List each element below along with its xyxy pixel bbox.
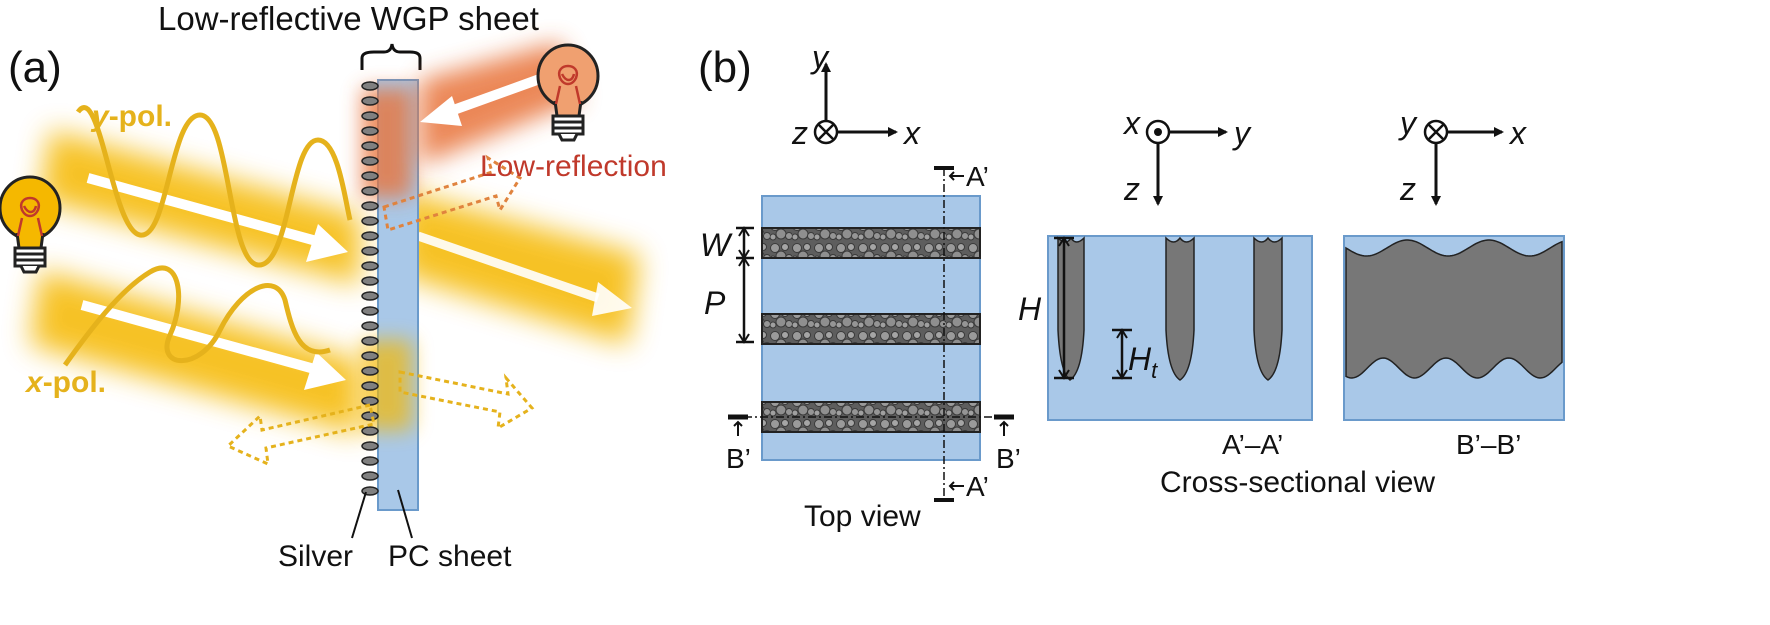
silver-wire [361, 186, 379, 196]
silver-wire [361, 126, 379, 136]
silver-wire [361, 81, 379, 91]
bb-axis-x: x [1508, 115, 1527, 151]
light-bulb-icon [536, 43, 600, 142]
silver-wire [361, 201, 379, 211]
width-label: W [700, 227, 733, 263]
bb-axis-y: y [1398, 105, 1418, 141]
silver-wire [361, 456, 379, 466]
silver-wire [361, 441, 379, 451]
bb-axes: y x z [1398, 105, 1527, 207]
pc-leader-line [397, 489, 413, 539]
pc-sheet-label: PC sheet [388, 540, 512, 573]
silver-wire [361, 306, 379, 316]
silver-wire [361, 336, 379, 346]
low-reflection-arrow [382, 154, 523, 232]
transmitted-beam-arrow [416, 231, 600, 303]
x-pol-reflect-arrow [225, 403, 376, 467]
aa-axes: x y z [1122, 105, 1252, 207]
silver-wire [361, 141, 379, 151]
period-label: P [704, 285, 726, 321]
panel-a-title: Low-reflective WGP sheet [158, 0, 539, 37]
silver-wire [361, 486, 379, 496]
silver-wire [361, 381, 379, 391]
top-axis-z: z [791, 115, 808, 151]
silver-wire [361, 396, 379, 406]
top-view-axes: y z x [791, 39, 921, 151]
silver-wire [361, 111, 379, 121]
cross-sectional-label: Cross-sectional view [1160, 466, 1435, 499]
panel-a-label: (a) [8, 43, 62, 92]
silver-wire [361, 366, 379, 376]
top-view-label: Top view [804, 500, 921, 533]
bb-metal-layer [1345, 239, 1563, 379]
section-a-bottom-label: A’ [966, 471, 989, 502]
silver-wire [361, 261, 379, 271]
panel-b: (b) y z x A’ A’ B’ B’ [698, 39, 1565, 533]
silver-wire [361, 321, 379, 331]
wire-stripe [761, 227, 981, 259]
section-b-right-label: B’ [996, 443, 1021, 474]
bb-section-label: B’–B’ [1456, 429, 1521, 460]
aa-section-label: A’–A’ [1222, 429, 1283, 460]
orange-beam-arrow [446, 71, 550, 117]
panel-a: (a) Low-reflective WGP sheet [0, 0, 667, 573]
tip-height-label: Ht [1128, 341, 1158, 383]
y-pol-label: y-pol. [90, 100, 172, 133]
y-pol-beam-arrow-head [306, 224, 348, 262]
silver-wire [361, 411, 379, 421]
silver-wire [361, 426, 379, 436]
panel-b-label: (b) [698, 43, 752, 92]
sheet-thickness-bracket [360, 43, 422, 70]
section-a-top-label: A’ [966, 161, 989, 192]
silver-wire [361, 231, 379, 241]
low-reflection-label: Low-reflection [480, 150, 667, 183]
silver-wire [361, 351, 379, 361]
aa-axis-z: z [1123, 171, 1140, 207]
top-axis-x: x [902, 115, 921, 151]
silver-wire [361, 216, 379, 226]
silver-wire [361, 96, 379, 106]
bb-axis-z: z [1399, 171, 1416, 207]
silver-wire [361, 291, 379, 301]
silver-label: Silver [278, 540, 353, 573]
aa-axis-x: x [1122, 105, 1141, 141]
wire-profile [1165, 236, 1195, 381]
x-pol-beam-arrow-head [304, 352, 346, 390]
silver-wire [361, 171, 379, 181]
silver-wire [361, 471, 379, 481]
wire-profile [1253, 236, 1283, 381]
transmitted-beam-arrow-head [592, 282, 632, 316]
silver-wire [361, 156, 379, 166]
x-pol-beam-arrow [80, 300, 320, 375]
top-axis-y: y [810, 39, 830, 75]
section-b-left-label: B’ [726, 443, 751, 474]
wire-stripe [761, 313, 981, 345]
x-pol-wave [62, 265, 331, 367]
light-bulb-icon [0, 175, 62, 274]
height-label: H [1018, 291, 1042, 327]
x-pol-transmit-arrow [398, 370, 535, 431]
silver-leader-line [351, 491, 367, 539]
wire-profile [1057, 236, 1085, 381]
x-pol-label: x-pol. [24, 366, 106, 399]
orange-beam-arrow-head [420, 96, 462, 126]
silver-wire [361, 276, 379, 286]
y-pol-wave [75, 105, 353, 268]
silver-wires [361, 81, 379, 496]
silver-wire [361, 246, 379, 256]
aa-axis-y: y [1232, 115, 1252, 151]
